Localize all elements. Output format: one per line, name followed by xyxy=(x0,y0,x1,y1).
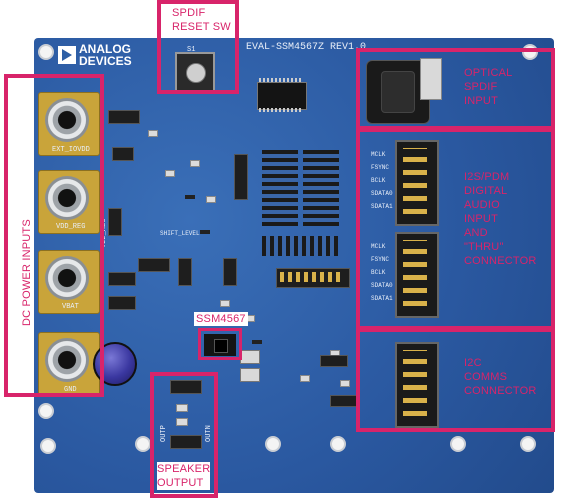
dc-jack-nut xyxy=(45,98,89,142)
shift-level-silk: SHIFT_LEVEL xyxy=(160,230,200,237)
optical-port xyxy=(381,71,415,113)
speaker-output-label: SPEAKER OUTPUT xyxy=(157,462,211,490)
mounting-hole xyxy=(38,403,54,419)
jack-label: GND xyxy=(64,386,77,394)
mounting-hole xyxy=(38,44,54,60)
s1-label: S1 xyxy=(187,46,196,54)
resistor-array xyxy=(262,150,298,226)
speaker-out-header[interactable] xyxy=(170,435,202,449)
smd-part xyxy=(206,196,216,203)
ssm4567-chip xyxy=(204,334,236,356)
ssm4567-box xyxy=(198,328,242,360)
header-pins xyxy=(403,148,427,214)
jumper-header[interactable] xyxy=(108,208,122,236)
optical-receiver[interactable] xyxy=(366,60,430,124)
jumper-header[interactable] xyxy=(108,296,136,310)
mounting-hole xyxy=(450,436,466,452)
spdif-reset-label: SPDIF RESET SW xyxy=(172,7,231,33)
ssm4567-label: SSM4567 xyxy=(194,312,248,326)
jumper-header[interactable] xyxy=(330,395,358,407)
header-pins xyxy=(280,272,344,282)
speaker-out-header[interactable] xyxy=(170,380,202,394)
logo-line-2: DEVICES xyxy=(79,54,132,68)
j13-pin-labels: MCLK FSYNC BCLK SDATA0 SDATA1 xyxy=(371,240,393,305)
resistor-array xyxy=(262,236,338,256)
mounting-hole xyxy=(330,436,346,452)
optical-latch xyxy=(420,58,442,100)
smd-part xyxy=(148,130,158,137)
spdif-chip xyxy=(257,82,307,110)
dc-power-label: DC POWER INPUTS xyxy=(21,219,33,326)
optical-input-label: OPTICAL SPDIF INPUT xyxy=(464,67,513,107)
ssm4567-die xyxy=(214,339,228,353)
smd-part xyxy=(220,300,230,307)
mounting-hole xyxy=(520,436,536,452)
pin-label: MCLK xyxy=(371,243,386,250)
jack-label: VBAT xyxy=(62,303,79,311)
spdif-reset-box xyxy=(157,0,239,94)
dc-jack-nut xyxy=(45,338,89,382)
smd-part xyxy=(340,380,350,387)
header-pins xyxy=(403,240,427,306)
pin-label: SDATA1 xyxy=(371,203,393,210)
logo-text: ANALOG DEVICES xyxy=(79,43,132,67)
i2c-comms-box xyxy=(356,328,555,432)
smd-resistor xyxy=(252,340,262,344)
smd-part xyxy=(190,160,200,167)
jumper-header[interactable] xyxy=(138,258,170,272)
analog-devices-logo-icon xyxy=(58,46,76,64)
chip-pins xyxy=(259,108,303,112)
pin-label: SDATA1 xyxy=(371,295,393,302)
optical-input-box xyxy=(356,48,555,130)
pin-label: SDATA0 xyxy=(371,282,393,289)
pin-label: MCLK xyxy=(371,151,386,158)
i2s-pdm-label: I2S/PDM DIGITAL AUDIO INPUT AND "THRU" C… xyxy=(464,171,537,267)
jumper-header[interactable] xyxy=(320,355,348,367)
smd-resistor xyxy=(185,195,195,199)
jack-label: EXT_IOVDD xyxy=(52,146,90,154)
board-name: EVAL-SSM4567Z REV1.0 xyxy=(246,42,367,53)
i2s-header-j12[interactable] xyxy=(395,140,439,226)
resistor-array xyxy=(303,150,339,226)
i2s-header-j13[interactable] xyxy=(395,232,439,318)
ferrite-bead xyxy=(240,350,260,364)
speaker-output-box xyxy=(150,372,218,498)
chip-pins xyxy=(259,78,303,82)
smd-resistor xyxy=(200,230,210,234)
jumper-header[interactable] xyxy=(178,258,192,286)
jumper-header[interactable] xyxy=(112,147,134,161)
jumper-header[interactable] xyxy=(223,258,237,286)
j12-pin-labels: MCLK FSYNC BCLK SDATA0 SDATA1 xyxy=(371,148,393,213)
pin-label: SDATA0 xyxy=(371,190,393,197)
pin-label: FSYNC xyxy=(371,256,390,263)
mounting-hole xyxy=(40,438,56,454)
jack-label: VDD_REG xyxy=(56,223,86,231)
dc-jack-nut xyxy=(45,256,89,300)
reset-switch-button[interactable] xyxy=(186,63,206,83)
mounting-hole xyxy=(135,436,151,452)
dc-jack-nut xyxy=(45,176,89,220)
dc-power-box xyxy=(4,74,104,397)
smd-part xyxy=(165,170,175,177)
smd-part xyxy=(176,418,188,426)
pin-label: BCLK xyxy=(371,269,386,276)
logo-line-1: ANALOG xyxy=(79,42,131,56)
jumper-header[interactable] xyxy=(234,154,248,200)
smd-part xyxy=(176,404,188,412)
smd-part xyxy=(300,375,310,382)
pin-label: FSYNC xyxy=(371,164,390,171)
jumper-header[interactable] xyxy=(108,110,140,124)
ferrite-bead xyxy=(240,368,260,382)
i2c-header-j14[interactable] xyxy=(395,342,439,428)
pin-label: BCLK xyxy=(371,177,386,184)
i2c-comms-label: I2C COMMS CONNECTOR xyxy=(464,357,537,397)
mounting-hole xyxy=(265,436,281,452)
header-pins xyxy=(403,350,427,416)
jumper-header[interactable] xyxy=(108,272,136,286)
